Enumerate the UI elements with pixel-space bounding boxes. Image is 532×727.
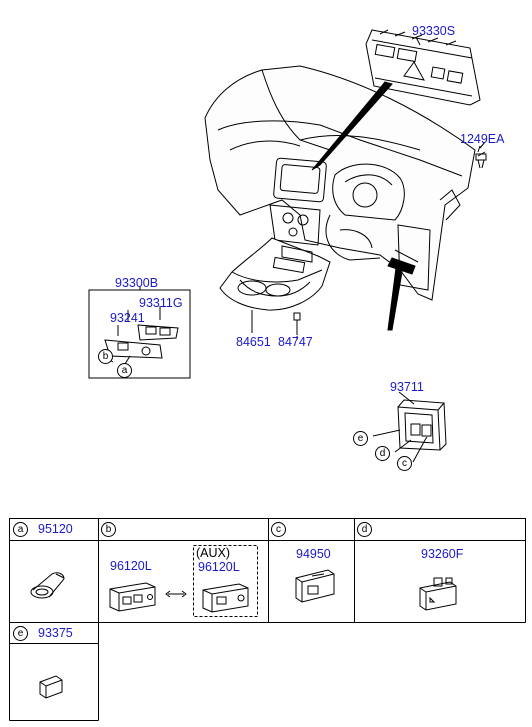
callout-d: d [375,446,390,461]
legend-b-aux-part: 96120L [198,560,240,574]
part-number-93711: 93711 [390,380,424,394]
legend-a-letter: a [13,522,28,537]
legend-c-part: 94950 [296,547,331,561]
part-number-93300B: 93300B [115,276,159,290]
screw-1249EA [475,141,487,169]
legend-b-aux-label: (AUX) [196,546,231,560]
part-number-93311G: 93311G [139,296,183,310]
legend-b-aux-drawing [202,583,249,613]
callout-a: a [117,363,132,378]
legend-d-letter: d [357,522,372,537]
part-number-93241: 93241 [110,311,145,325]
legend-d-drawing [419,577,457,611]
legend-a-drawing [30,572,65,599]
part-number-1249EA: 1249EA [460,132,505,146]
center-console [219,237,331,311]
callout-c: c [397,456,412,471]
legend-e-drawing [39,675,63,699]
switch-panel-93330S [365,29,481,106]
dashboard-panel [204,65,476,301]
legend-grid [9,518,526,721]
switch-93711 [372,391,447,463]
legend-c-drawing [295,569,335,603]
aux-dashed-frame [193,545,258,617]
leader-lines [139,36,481,340]
legend-b-std-drawing [109,582,156,612]
legend-a-part: 95120 [38,522,73,536]
legend-e-part: 93375 [38,626,73,640]
callout-b: b [98,349,113,364]
legend-d-part: 93260F [421,547,464,561]
callout-e: e [353,431,368,446]
legend-b-std-part: 96120L [110,559,152,573]
legend-e-letter: e [13,626,28,641]
legend-c-letter: c [271,522,286,537]
legend-b-letter: b [101,522,116,537]
clip-84747 [293,312,301,335]
part-number-84651: 84651 [236,335,271,349]
part-number-93330S: 93330S [412,24,456,38]
part-number-84747: 84747 [278,335,313,349]
